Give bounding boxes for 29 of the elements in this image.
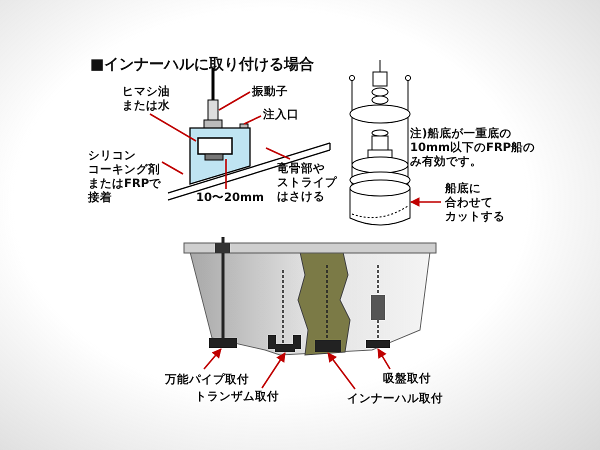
note-text: 注)船底が一重底の10mm以下のFRP船のみ有効です。 (410, 126, 536, 168)
leader-line (218, 91, 250, 111)
leader-line (266, 147, 290, 160)
callout-label: シリコンコーキング剤またはFRPで接着 (88, 148, 162, 204)
inner-hull-mount-drawing (315, 340, 341, 352)
arrow (261, 352, 286, 388)
leader-line (162, 161, 184, 175)
suction-cup-mount-drawing (366, 340, 390, 348)
callout-label: 吸盤取付 (383, 371, 431, 385)
leader-line (244, 115, 262, 125)
arrow (203, 348, 222, 370)
callout-label: インナーハル取付 (347, 391, 443, 405)
heading: ■インナーハルに取り付ける場合 (90, 55, 314, 74)
callout-label: 注入口 (263, 107, 299, 121)
leader-line (150, 113, 196, 142)
callout-label: 竜骨部やストライプはさける (277, 161, 337, 203)
callout-label: 船底に合わせてカットする (445, 181, 505, 223)
callout-label: 振動子 (252, 84, 288, 98)
arrow (327, 352, 356, 390)
arrow (410, 197, 441, 207)
callout-label: ヒマシ油または水 (110, 84, 182, 112)
callout-label: トランザム取付 (195, 389, 279, 403)
arrow (377, 348, 391, 370)
callout-label: 10〜20mm (196, 190, 264, 204)
pipe-mount-drawing (209, 338, 237, 348)
callout-label: 万能パイプ取付 (165, 372, 249, 386)
leader-line (225, 159, 227, 189)
cylinder-kit-drawing (349, 60, 411, 226)
transom-mount-drawing (268, 335, 301, 352)
